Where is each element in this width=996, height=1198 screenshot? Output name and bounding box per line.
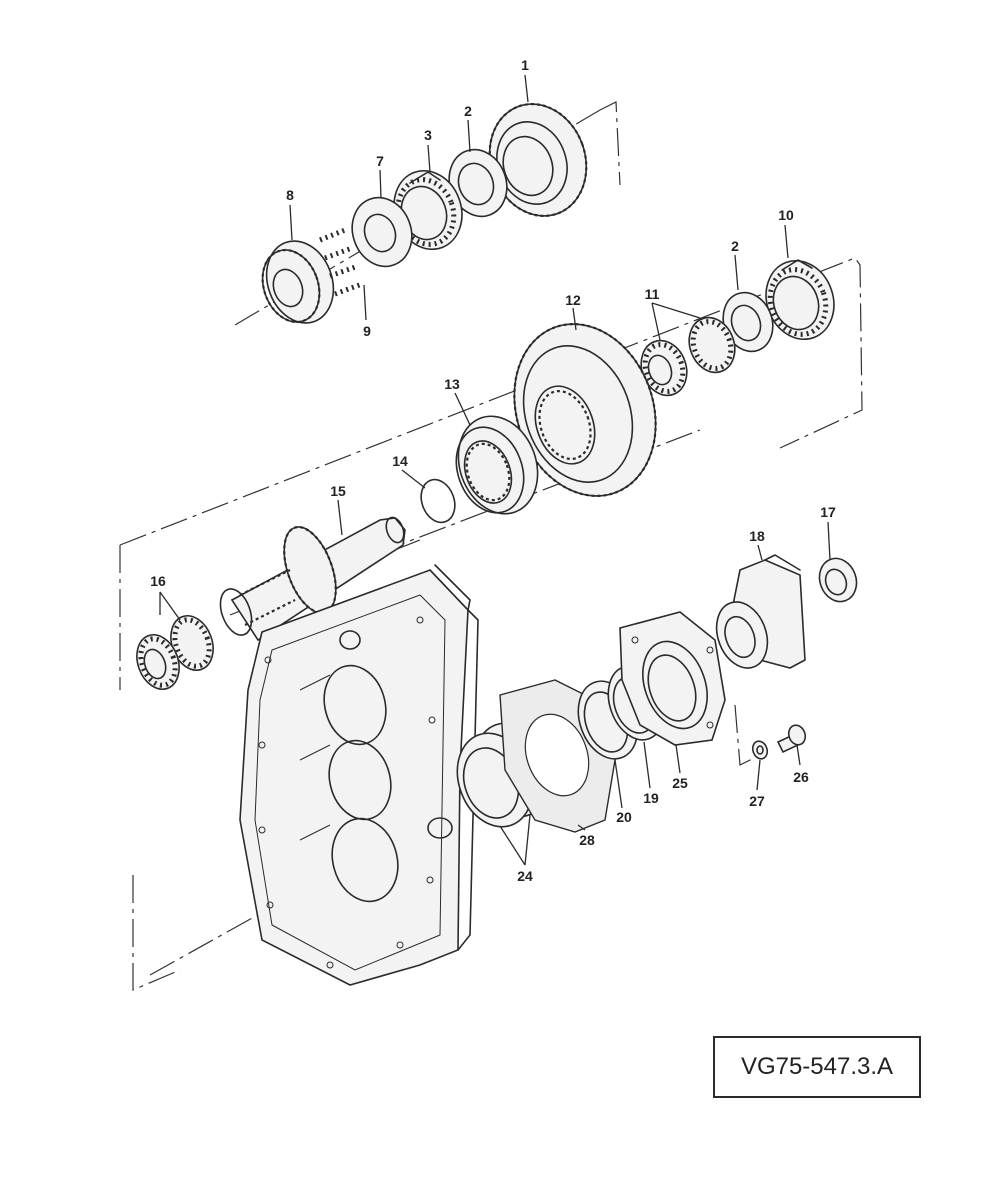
callout-26: 26 bbox=[793, 769, 809, 785]
reference-code-box: VG75-547.3.A bbox=[713, 1036, 921, 1098]
callout-11: 11 bbox=[645, 286, 660, 302]
part-14-snap-ring bbox=[420, 478, 456, 524]
callout-28: 28 bbox=[579, 832, 595, 848]
callout-2-upper: 2 bbox=[464, 103, 472, 119]
part-18-flange bbox=[715, 554, 806, 669]
callout-10: 10 bbox=[778, 207, 794, 223]
part-8-splined-hub bbox=[261, 240, 335, 324]
callout-19: 19 bbox=[643, 790, 659, 806]
callout-14: 14 bbox=[392, 453, 408, 469]
callout-20: 20 bbox=[616, 809, 632, 825]
part-10-bearing bbox=[765, 259, 835, 341]
callout-3: 3 bbox=[424, 127, 432, 143]
part-15-shaft bbox=[219, 516, 406, 642]
part-2-washer-lower bbox=[722, 291, 774, 353]
part-9-springs bbox=[319, 227, 363, 297]
callout-18: 18 bbox=[749, 528, 765, 544]
callout-27: 27 bbox=[749, 793, 765, 809]
callout-24: 24 bbox=[517, 868, 533, 884]
part-26-bolt bbox=[776, 724, 807, 754]
callout-labels: 1 2 3 7 8 9 10 2 11 12 13 14 15 16 17 18… bbox=[150, 57, 836, 884]
callout-15: 15 bbox=[330, 483, 346, 499]
callout-9: 9 bbox=[363, 323, 371, 339]
construction-lines bbox=[119, 101, 863, 991]
callout-25: 25 bbox=[672, 775, 688, 791]
callout-13: 13 bbox=[444, 376, 460, 392]
callout-17: 17 bbox=[820, 504, 836, 520]
leader-lines bbox=[159, 74, 831, 866]
callout-1: 1 bbox=[521, 57, 529, 73]
part-25-cover bbox=[619, 611, 726, 746]
part-27-washer bbox=[751, 740, 769, 760]
part-2-washer-upper bbox=[448, 148, 508, 218]
callout-8: 8 bbox=[286, 187, 294, 203]
callout-12: 12 bbox=[565, 292, 581, 308]
callout-7: 7 bbox=[376, 153, 384, 169]
part-16-bearings bbox=[136, 615, 214, 690]
part-17-seal bbox=[818, 557, 858, 603]
callout-2-lower: 2 bbox=[731, 238, 739, 254]
callout-16: 16 bbox=[150, 573, 166, 589]
gearbox-housing bbox=[239, 564, 479, 986]
part-13-ring bbox=[455, 415, 539, 515]
reference-code: VG75-547.3.A bbox=[740, 1053, 894, 1080]
part-7-thrust-washer bbox=[351, 196, 413, 268]
part-11-needle-bearings bbox=[640, 316, 736, 397]
